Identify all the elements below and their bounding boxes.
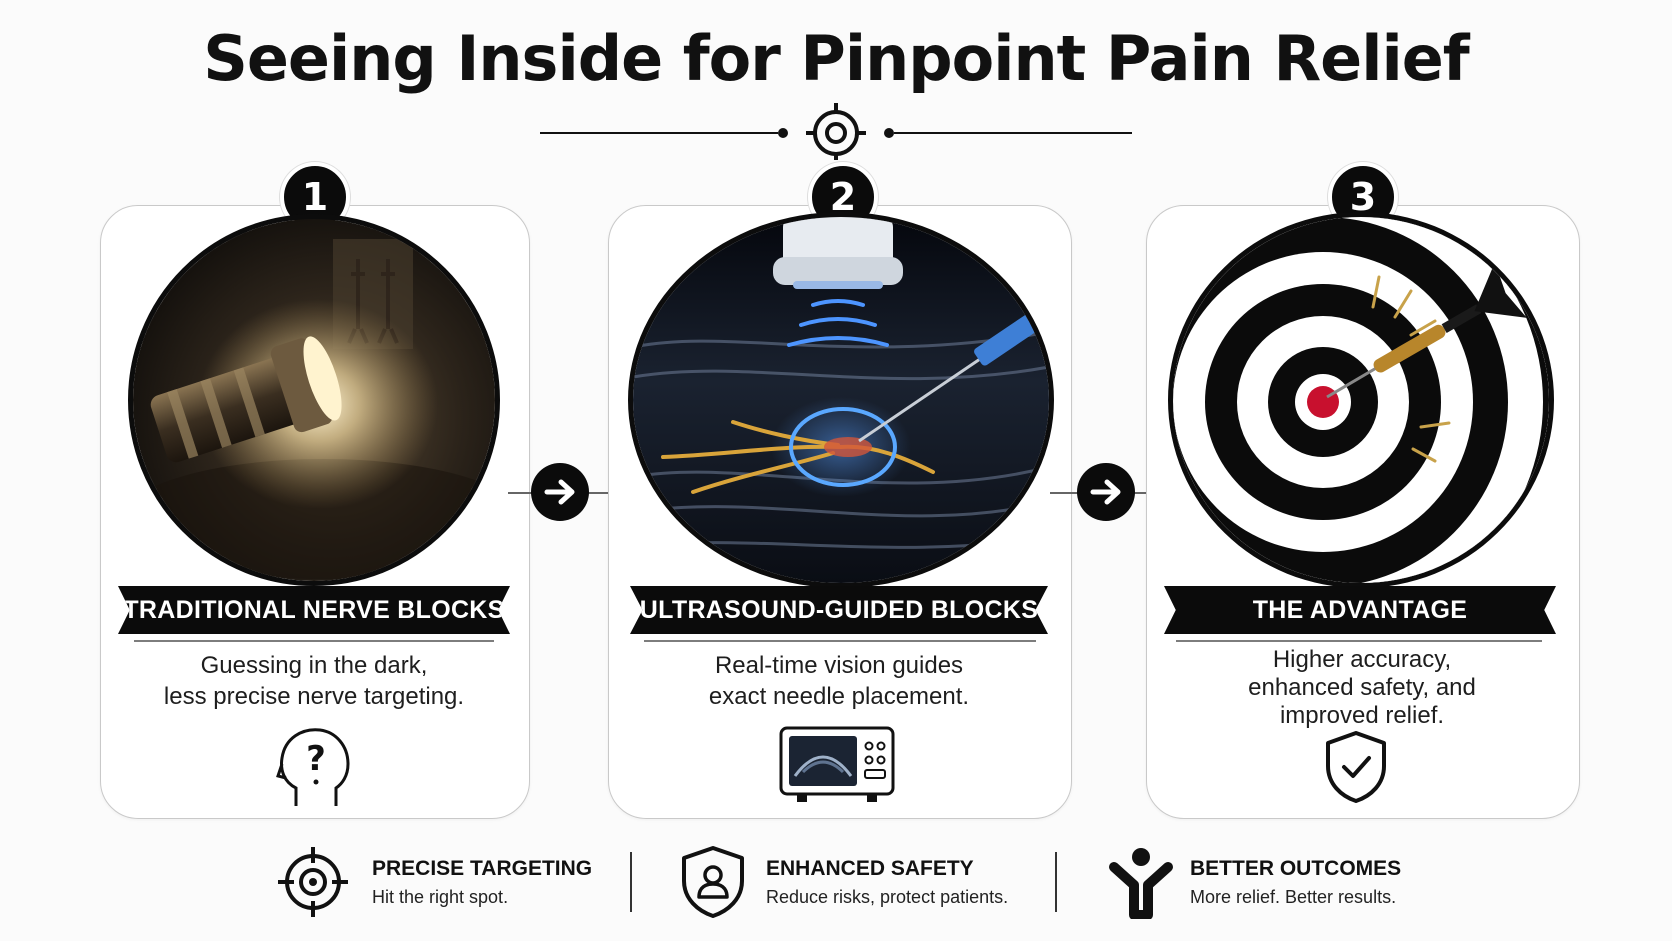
flashlight-illustration: [128, 214, 500, 586]
feature-title-3: BETTER OUTCOMES: [1190, 857, 1402, 880]
feature-enhanced-safety: ENHANCED SAFETY Reduce risks, protect pa…: [680, 845, 1040, 920]
dart-bullseye-image: [1173, 217, 1549, 583]
feature-title-1: PRECISE TARGETING: [372, 857, 593, 880]
step-description-2: Real-time vision guides exact needle pla…: [708, 652, 970, 710]
feature-subtitle-3: More relief. Better results.: [1190, 887, 1397, 907]
ultrasound-illustration: [628, 212, 1054, 588]
arrow-right-icon: [1077, 463, 1135, 521]
step-heading-banner-3: THE ADVANTAGE: [1164, 586, 1556, 634]
feature-title-2: ENHANCED SAFETY: [766, 857, 974, 880]
shield-check-icon: [1326, 731, 1386, 803]
crosshair-icon: [278, 847, 348, 917]
person-arms-up-icon: [1109, 848, 1173, 919]
feature-better-outcomes: BETTER OUTCOMES More relief. Better resu…: [1108, 845, 1438, 920]
step-heading-banner-2: ULTRASOUND-GUIDED BLOCKS: [630, 586, 1048, 634]
ultrasound-scene-image: [633, 217, 1049, 583]
feature-separator-2: [1055, 852, 1057, 912]
head-question-icon: ?: [276, 728, 350, 806]
shield-person-icon: [682, 846, 744, 918]
feature-precise-targeting: PRECISE TARGETING Hit the right spot.: [276, 845, 606, 920]
dartboard-illustration: [1168, 212, 1554, 588]
feature-subtitle-1: Hit the right spot.: [372, 887, 509, 907]
divider-2: [644, 640, 1036, 642]
divider-3: [1176, 640, 1542, 642]
step-description-1: Guessing in the dark, less precise nerve…: [163, 652, 465, 710]
feature-separator-1: [630, 852, 632, 912]
ultrasound-monitor-icon: [779, 726, 895, 802]
divider-1: [134, 640, 494, 642]
crosshair-target-icon: [540, 103, 1132, 160]
page-title: Seeing Inside for Pinpoint Pain Relief: [203, 22, 1470, 95]
step-description-3: Higher accuracy, enhanced safety, and im…: [1248, 646, 1476, 729]
step-heading-banner-1: TRADITIONAL NERVE BLOCKS: [118, 586, 510, 634]
svg-text:?: ?: [306, 739, 326, 779]
flashlight-scene-image: [133, 219, 495, 581]
feature-subtitle-2: Reduce risks, protect patients.: [766, 887, 1009, 907]
arrow-right-icon: [531, 463, 589, 521]
